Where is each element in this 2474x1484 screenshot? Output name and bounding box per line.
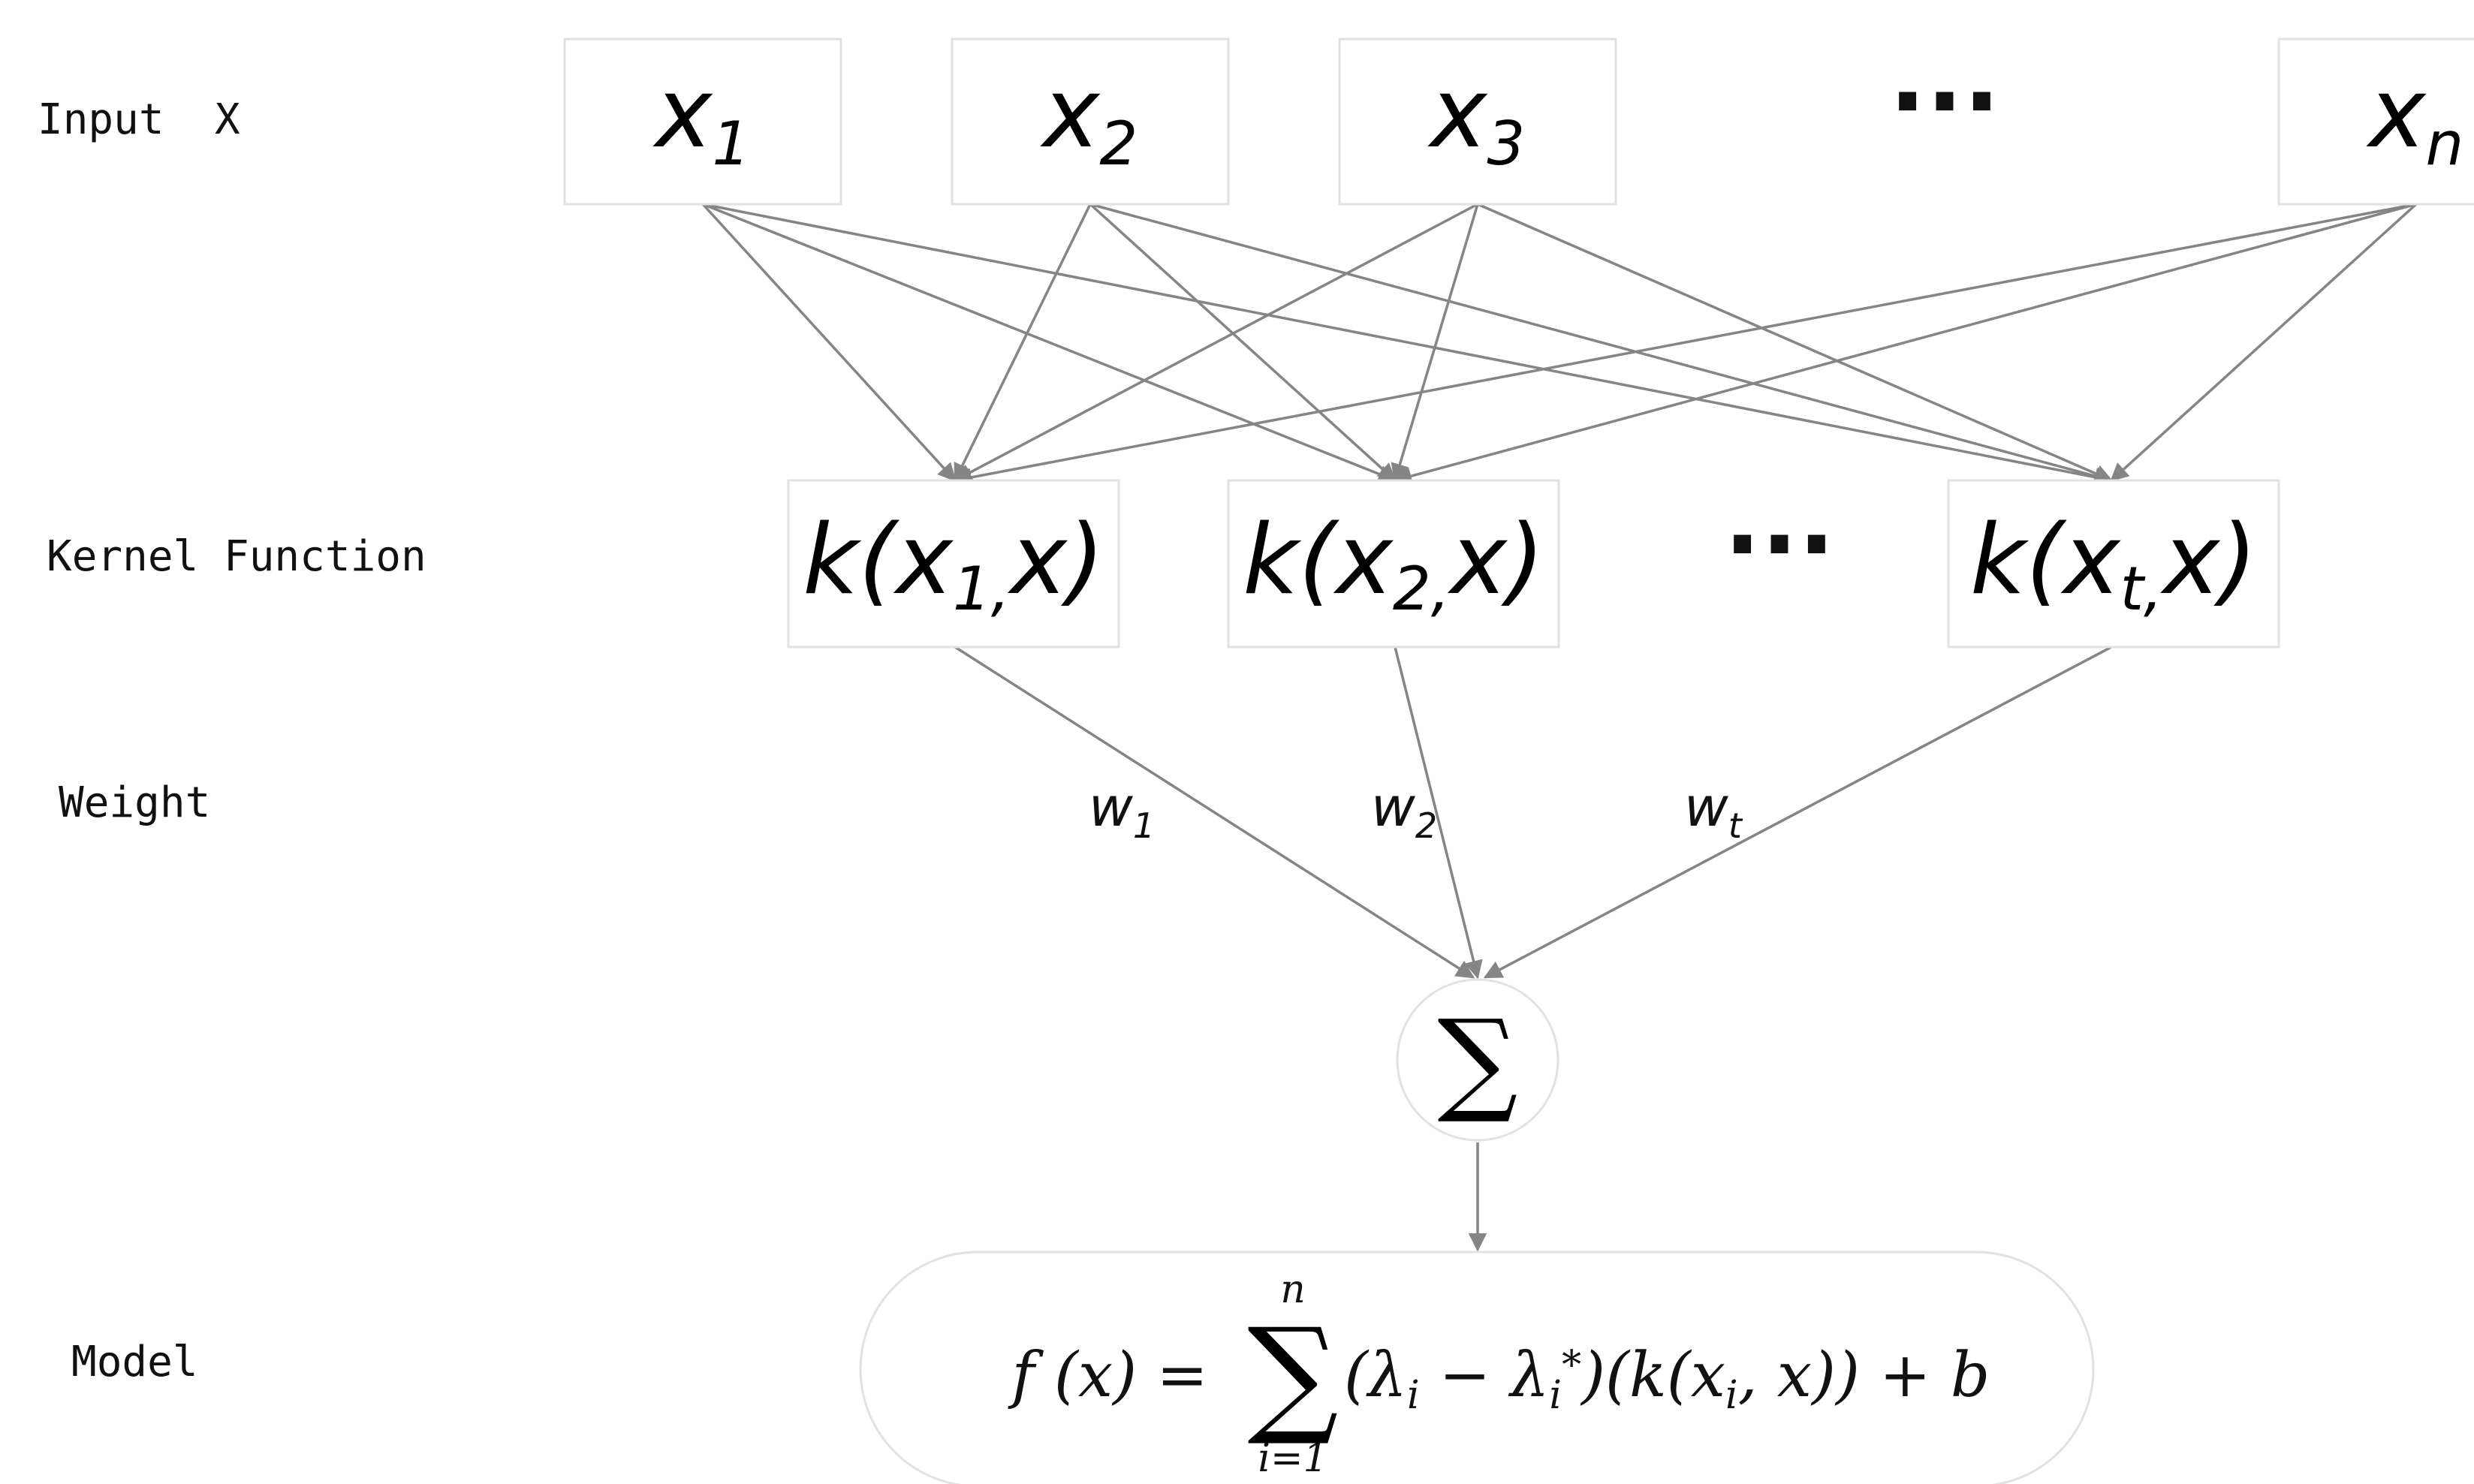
formula-term1: (λ	[1344, 1340, 1407, 1411]
kernel-t-post: x)	[2159, 504, 2257, 616]
input-2-sub: 2	[1099, 109, 1138, 179]
arrow-input-3-to-kernel-1	[953, 203, 1478, 482]
formula-star: *	[1562, 1343, 1581, 1388]
kernel-2-pre: k(x	[1243, 504, 1394, 616]
arrow-input-4-to-kernel-3	[2110, 203, 2418, 482]
input-1-base: x	[652, 58, 713, 170]
arrow-input-1-to-kernel-3	[702, 203, 2114, 486]
svg-text:k(xt,x): k(xt,x)	[1970, 504, 2257, 624]
input-3-base: x	[1427, 58, 1488, 170]
kernel-1-post: x)	[1007, 504, 1104, 616]
arrow-input-2-to-kernel-3	[1089, 203, 2114, 486]
svg-text:x1: x1	[652, 58, 751, 179]
formula-lhs: f (x) =	[1008, 1340, 1228, 1411]
formula-sub-i: i	[1407, 1373, 1420, 1418]
weight-label-2: w2	[1371, 775, 1437, 846]
row-label-input: Input X	[38, 95, 240, 144]
weight-1-sub: 1	[1133, 805, 1155, 846]
arrow-kernel-1-to-sum	[954, 646, 1475, 979]
weight-1-base: w	[1089, 775, 1133, 838]
arrow-input-4-to-kernel-1	[953, 203, 2417, 486]
input-node-n: xn	[2277, 38, 2474, 206]
svg-text:x3: x3	[1427, 58, 1526, 179]
row-label-weight: Weight	[59, 778, 210, 827]
formula-mid: )(k(x	[1580, 1340, 1725, 1411]
formula-rhs: (λi − λi*)(k(xi, x)) + b	[1344, 1340, 1990, 1418]
svg-text:k(x2,x): k(x2,x)	[1243, 504, 1544, 624]
arrow-input-2-to-kernel-1	[954, 203, 1092, 483]
arrow-input-1-to-kernel-2	[702, 203, 1397, 483]
connection-arrows	[701, 203, 2418, 1252]
kernel-node-1: k(x1,x)	[787, 479, 1120, 649]
summation-symbol: ∑	[1437, 996, 1517, 1127]
arrow-kernel-3-to-sum	[1483, 646, 2112, 979]
arrow-input-2-to-kernel-2	[1089, 203, 1397, 482]
row-label-kernel-function: Kernel Function	[47, 532, 426, 581]
input-node-3: x3	[1338, 38, 1617, 206]
svg-text:xn: xn	[2366, 58, 2463, 179]
input-ellipsis: ···	[1889, 44, 2000, 158]
input-3-sub: 3	[1487, 109, 1525, 179]
weight-2-sub: 2	[1415, 805, 1437, 846]
formula-upper-limit: n	[1280, 1267, 1306, 1312]
svg-text:k(x1,x): k(x1,x)	[803, 504, 1104, 624]
formula-tail: , x)) + b	[1738, 1340, 1990, 1411]
kernel-2-sub: 2,	[1393, 554, 1450, 624]
weight-label-1: w1	[1089, 775, 1155, 846]
weight-t-base: w	[1684, 775, 1728, 838]
input-node-2: x2	[951, 38, 1230, 206]
input-2-base: x	[1040, 58, 1101, 170]
arrow-kernel-2-to-sum	[1394, 646, 1483, 980]
kernel-t-sub: t,	[2120, 554, 2163, 624]
input-n-base: x	[2366, 58, 2427, 170]
arrow-input-3-to-kernel-2	[1391, 203, 1479, 483]
formula-lower-limit: i=1	[1258, 1436, 1327, 1481]
weight-label-t: wt	[1684, 775, 1743, 846]
weight-t-sub: t	[1728, 805, 1743, 846]
kernel-t-pre: k(x	[1970, 504, 2121, 616]
formula-sum-symbol: ∑	[1247, 1301, 1338, 1449]
kernel-ellipsis: ···	[1724, 487, 1835, 601]
arrow-input-1-to-kernel-1	[701, 203, 957, 482]
kernel-1-sub: 1,	[953, 554, 1010, 624]
svg-text:x2: x2	[1040, 58, 1138, 179]
arrow-input-4-to-kernel-2	[1393, 203, 2417, 486]
kernel-1-pre: k(x	[803, 504, 954, 616]
formula-sub-i2: i	[1549, 1373, 1562, 1418]
input-1-sub: 1	[712, 109, 750, 179]
input-n-sub: n	[2426, 109, 2464, 179]
row-label-model: Model	[71, 1338, 198, 1386]
arrow-input-3-to-kernel-3	[1477, 203, 2114, 483]
kernel-2-post: x)	[1447, 504, 1544, 616]
input-node-1: x1	[563, 38, 842, 206]
kernel-node-2: k(x2,x)	[1227, 479, 1560, 649]
kernel-node-t: k(xt,x)	[1947, 479, 2280, 649]
weight-2-base: w	[1371, 775, 1415, 838]
model-formula-box: n i=1 ∑ f (x) = (λi − λi*)(k(xi, x)) + b	[859, 1251, 2095, 1484]
summation-node: ∑	[1396, 978, 1559, 1142]
formula-minus: − λ	[1420, 1340, 1550, 1411]
formula-sub-i3: i	[1725, 1373, 1738, 1418]
